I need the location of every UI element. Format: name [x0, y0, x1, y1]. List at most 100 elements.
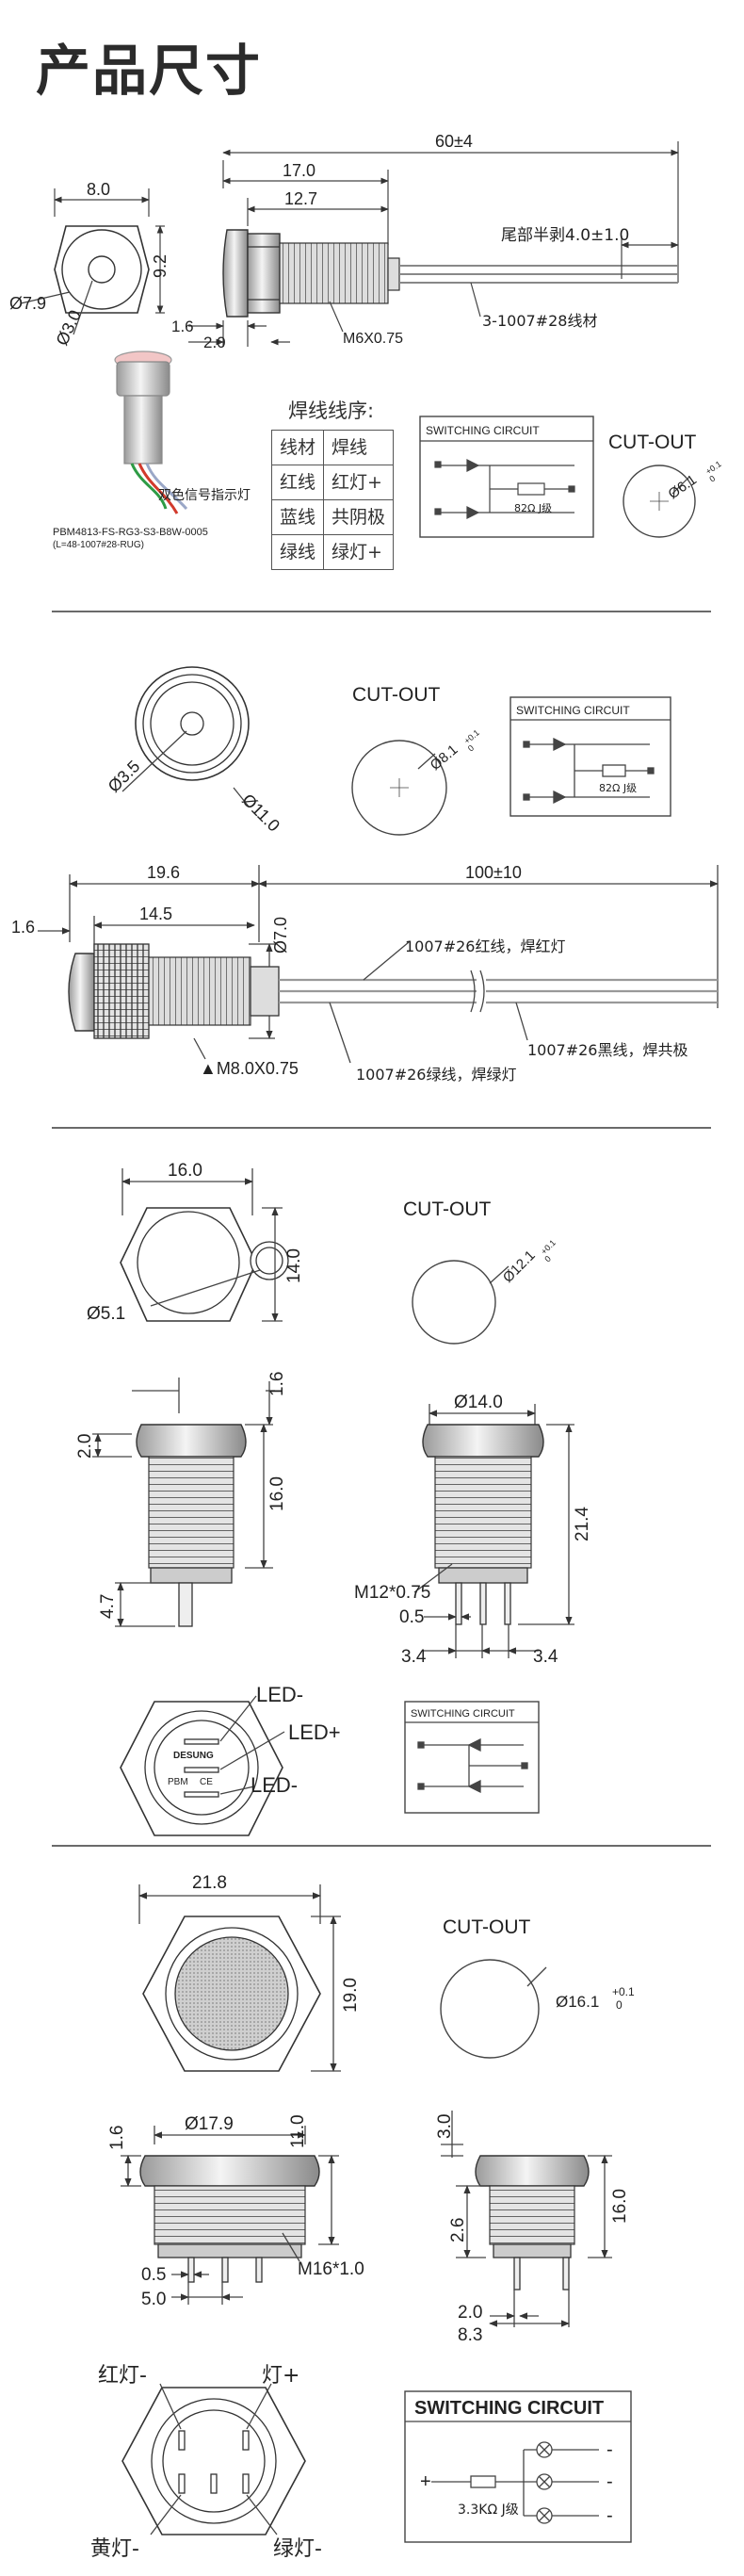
dim-label: Ø7.0 [271, 917, 290, 954]
table-cell: 绿灯+ [323, 534, 395, 570]
dim-label: 16.0 [267, 1476, 287, 1511]
resistor-label: 82Ω J级 [599, 782, 637, 794]
ce-mark: CE [200, 1777, 213, 1787]
dim-label: 2.0 [203, 334, 226, 351]
wire-label: 1007#26黑线，焊共极 [527, 1041, 688, 1059]
dim-label: 12.7 [284, 189, 317, 208]
dim-label: 16.0 [610, 2189, 630, 2224]
page-title: 产品尺寸 [36, 39, 263, 103]
tolerance-label: +0.1 [539, 1238, 558, 1257]
dim-label: 1.6 [171, 318, 194, 335]
dim-label: 1.6 [11, 918, 35, 937]
pin-label: 黄灯- [90, 2537, 139, 2561]
section-4-labels: 21.8 19.0 CUT-OUT Ø16.1 +0.1 0 Ø17.9 1.6… [90, 1873, 635, 2561]
dim-label: 100±10 [465, 863, 522, 882]
tolerance-label: 0 [616, 1998, 623, 2012]
pin-label: LED- [256, 1683, 303, 1706]
polarity-label: - [607, 2439, 613, 2460]
tolerance-label: +0.1 [704, 459, 722, 476]
dim-label: 0.5 [141, 2265, 166, 2285]
switching-circuit-title: SWITCHING CIRCUIT [516, 704, 630, 717]
section-1-labels: 8.0 9.2 Ø7.9 Ø3.0 60±4 17.0 12.7 尾部半剥4.0… [9, 132, 723, 550]
section-3 [92, 1168, 574, 1836]
section-1 [20, 141, 696, 538]
dim-label: 1.6 [267, 1372, 287, 1396]
dim-label: Ø16.1 [556, 1993, 599, 2011]
wire-label: 1007#26绿线，焊绿灯 [356, 1066, 517, 1084]
dim-label: M6X0.75 [343, 331, 403, 347]
resistor-label: 82Ω J级 [514, 502, 552, 514]
dim-label: Ø7.9 [9, 294, 46, 313]
dim-label: 11.0 [288, 2114, 308, 2148]
pin-label: LED- [251, 1773, 298, 1797]
dim-label: M12*0.75 [354, 1583, 430, 1603]
section-2 [38, 666, 719, 1064]
dim-label: 3.0 [435, 2114, 455, 2139]
dim-label: 1.6 [107, 2126, 127, 2150]
dim-label: M16*1.0 [298, 2259, 364, 2279]
photo-label: 双色信号指示灯 [158, 487, 251, 503]
dim-label: 2.6 [448, 2218, 468, 2242]
tolerance-label: +0.1 [612, 1985, 635, 1998]
dim-label: 3.4 [533, 1647, 558, 1667]
dim-label: 21.4 [573, 1507, 592, 1541]
dim-label: Ø12.1 [500, 1247, 539, 1286]
dim-label: Ø8.1 [428, 742, 461, 774]
table-row: 绿线绿灯+ [270, 534, 395, 570]
tolerance-label: 0 [466, 743, 476, 754]
table-cell: 红灯+ [323, 465, 395, 500]
section-separator [52, 1845, 711, 1847]
wire-label: 1007#26红线，焊红灯 [405, 937, 566, 955]
pin-order-table: 线材焊线 红线红灯+ 蓝线共阴极 绿线绿灯+ [270, 430, 395, 570]
pin-label: 灯+ [262, 2364, 299, 2388]
pin-order-caption: 焊线线序: [288, 399, 375, 422]
dim-label: Ø11.0 [238, 791, 283, 836]
dim-label: 4.7 [98, 1594, 118, 1619]
pin-label: 红灯- [98, 2364, 147, 2388]
brand-logo: DESUNG [173, 1751, 214, 1761]
resistor-label: 3.3KΩ J级 [458, 2503, 519, 2518]
polarity-label: + [420, 2471, 431, 2492]
polarity-label: - [607, 2505, 613, 2526]
switching-circuit-title: SWITCHING CIRCUIT [426, 424, 540, 437]
dim-label: Ø14.0 [454, 1393, 503, 1412]
dim-label: 14.0 [284, 1248, 304, 1283]
part-number-sub: (L=48-1007#28-RUG) [53, 540, 144, 550]
section-4 [121, 1884, 632, 2543]
table-cell: 红线 [270, 465, 325, 500]
tolerance-label: 0 [542, 1254, 553, 1264]
switching-circuit-title: SWITCHING CIRCUIT [411, 1708, 515, 1720]
table-cell: 线材 [270, 430, 325, 465]
dim-label: 14.5 [139, 905, 172, 923]
dim-label: Ø17.9 [185, 2114, 234, 2134]
cutout-title: CUT-OUT [352, 684, 440, 706]
dim-label: Ø5.1 [87, 1304, 125, 1324]
product-photo [114, 351, 188, 514]
cutout-title: CUT-OUT [403, 1198, 491, 1220]
dim-label: 19.0 [341, 1978, 361, 2013]
cutout-title: CUT-OUT [608, 432, 696, 453]
polarity-label: - [607, 2471, 613, 2492]
table-cell: 蓝线 [270, 499, 325, 535]
brand-label: PBM [168, 1777, 188, 1787]
dim-label: 9.2 [151, 254, 170, 278]
dim-label: 60±4 [435, 132, 473, 151]
table-row: 红线红灯+ [270, 465, 395, 500]
dim-label: 2.0 [458, 2303, 482, 2323]
dim-label: 3.4 [401, 1647, 427, 1667]
dim-label: 17.0 [283, 161, 315, 180]
dim-label: 5.0 [141, 2290, 166, 2309]
section-separator [52, 1127, 711, 1129]
dim-label: 8.0 [87, 180, 110, 199]
section-3-labels: 16.0 14.0 Ø5.1 CUT-OUT Ø12.1 +0.1 0 1.6 … [75, 1161, 592, 1797]
tolerance-label: 0 [707, 474, 717, 484]
dim-label: 尾部半剥4.0±1.0 [501, 226, 629, 245]
dim-label: 0.5 [399, 1607, 424, 1627]
dim-label: ▲M8.0X0.75 [200, 1059, 299, 1078]
dim-label: Ø3.0 [52, 307, 85, 349]
dim-label: 21.8 [192, 1873, 227, 1893]
part-number: PBM4813-FS-RG3-S3-B8W-0005 [53, 527, 208, 538]
pin-label: LED+ [288, 1720, 341, 1744]
tolerance-label: +0.1 [462, 727, 481, 745]
